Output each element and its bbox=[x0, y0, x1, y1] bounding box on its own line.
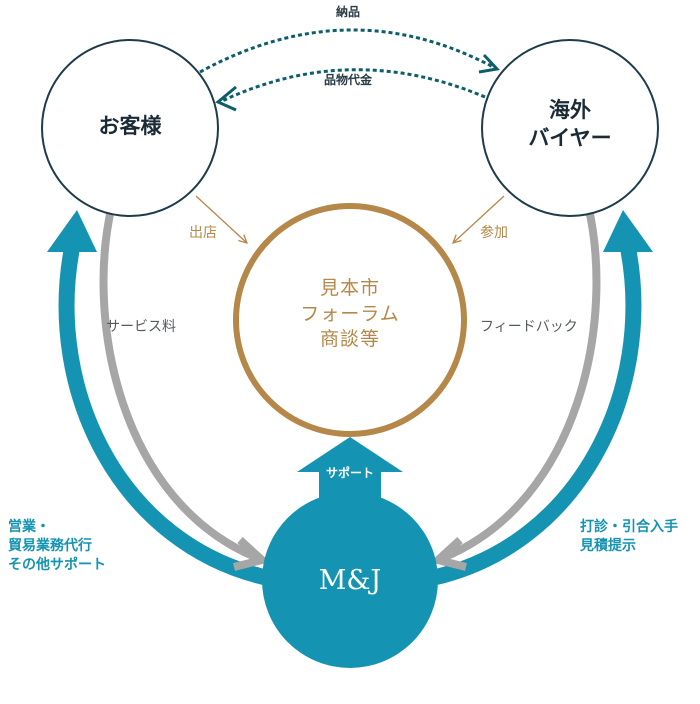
gray-arrowhead-right bbox=[429, 537, 467, 571]
service-fee-label: サービス料 bbox=[106, 319, 176, 335]
left-service-label: 営業・ 貿易業務代行 その他サポート bbox=[8, 518, 106, 575]
customer-label: お客様 bbox=[98, 113, 162, 138]
gray-arc-left bbox=[99, 204, 257, 561]
delivery-arrowhead bbox=[478, 53, 500, 74]
left-service-line1: 営業・ bbox=[8, 519, 50, 535]
teal-arc-left bbox=[58, 246, 270, 586]
gray-arc-right bbox=[443, 204, 601, 561]
delivery-label: 納品 bbox=[336, 5, 361, 19]
center-label: 見本市 フォーラム 商談等 bbox=[270, 276, 430, 353]
dotted-arrow-payment bbox=[219, 68, 486, 104]
right-service-label: 打診・引合入手 見積提示 bbox=[580, 518, 678, 556]
support-arrow-head bbox=[297, 437, 403, 472]
buyer-label-line1: 海外 bbox=[549, 97, 591, 122]
dotted-arrow-delivery bbox=[199, 28, 496, 74]
connector-exhibit bbox=[195, 195, 247, 243]
participate-label: 参加 bbox=[480, 225, 508, 241]
center-label-line1: 見本市 bbox=[319, 277, 380, 299]
mj-circle bbox=[262, 492, 438, 668]
teal-arrowhead-left bbox=[47, 210, 97, 252]
teal-arc-right bbox=[430, 246, 642, 586]
right-service-line2: 見積提示 bbox=[580, 537, 636, 554]
center-circle bbox=[233, 203, 467, 437]
buyer-label-line2: バイヤー bbox=[528, 125, 612, 151]
mj-label: M&J bbox=[318, 565, 382, 596]
gray-arrowhead-left bbox=[233, 537, 271, 571]
teal-arrowhead-right bbox=[603, 210, 653, 252]
center-label-line2: フォーラム bbox=[300, 302, 400, 325]
payment-arrowhead bbox=[215, 85, 237, 112]
buyer-circle bbox=[481, 39, 659, 217]
right-service-line1: 打診・引合入手 bbox=[580, 519, 678, 535]
support-label: サポート bbox=[325, 466, 374, 480]
exhibit-label: 出店 bbox=[189, 225, 217, 241]
customer-circle bbox=[41, 39, 219, 217]
feedback-label: フィードバック bbox=[480, 319, 578, 335]
center-label-line3: 商談等 bbox=[319, 328, 380, 351]
buyer-label: 海外 バイヤー bbox=[500, 96, 640, 153]
connector-participate bbox=[453, 195, 505, 243]
left-service-line3: その他サポート bbox=[8, 556, 106, 573]
left-service-line2: 貿易業務代行 bbox=[8, 537, 92, 554]
payment-label: 品物代金 bbox=[324, 73, 373, 87]
